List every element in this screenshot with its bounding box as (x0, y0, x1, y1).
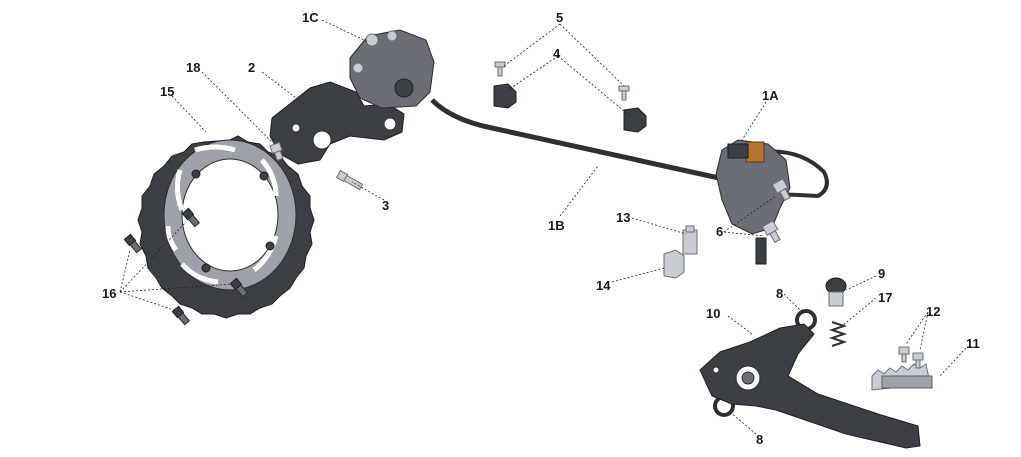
label-8-upper: 8 (776, 286, 783, 301)
label-14: 14 (596, 278, 611, 293)
label-9: 9 (878, 266, 885, 281)
caliper-bolt (335, 169, 364, 191)
label-1B: 1B (548, 218, 565, 233)
label-16: 16 (102, 286, 116, 301)
brake-hose (430, 98, 729, 183)
pedal-tip-screw (898, 346, 910, 363)
hose-clamp (623, 107, 647, 133)
label-1C: 1C (302, 10, 319, 25)
label-18: 18 (186, 60, 200, 75)
label-17: 17 (878, 290, 892, 305)
master-cylinder-bolt (761, 219, 781, 244)
caliper-bracket (269, 81, 405, 165)
label-8-lower: 8 (756, 432, 763, 447)
clamp-screw (494, 61, 506, 77)
pivot-bolt (825, 277, 847, 307)
label-1A: 1A (762, 88, 779, 103)
clamp-screw (618, 85, 630, 101)
label-10: 10 (706, 306, 720, 321)
master-cylinder-return-line (759, 149, 829, 199)
label-12: 12 (926, 304, 940, 319)
label-11: 11 (966, 336, 980, 351)
label-2: 2 (248, 60, 255, 75)
clevis (682, 225, 698, 255)
pedal-tip-screw (912, 352, 924, 369)
brake-caliper (349, 29, 435, 109)
clevis-pin (663, 249, 685, 279)
hose-clamp (493, 83, 517, 109)
label-4: 4 (553, 46, 561, 61)
label-13: 13 (616, 210, 630, 225)
label-5: 5 (556, 10, 563, 25)
label-6: 6 (716, 224, 723, 239)
label-15: 15 (160, 84, 174, 99)
callout-labels: 1C 5 4 18 2 15 1A 3 1B 13 6 14 9 8 17 12… (102, 10, 980, 447)
pedal-tip (871, 363, 933, 391)
master-cylinder-bolt (771, 177, 791, 202)
brake-disc (137, 135, 315, 319)
label-3: 3 (382, 198, 389, 213)
master-cylinder (715, 139, 791, 265)
disc-bolt-group (123, 207, 249, 326)
leader-lines (119, 19, 967, 435)
bracket-bolt (269, 141, 284, 161)
brake-pedal (699, 323, 921, 449)
return-spring (828, 321, 848, 347)
